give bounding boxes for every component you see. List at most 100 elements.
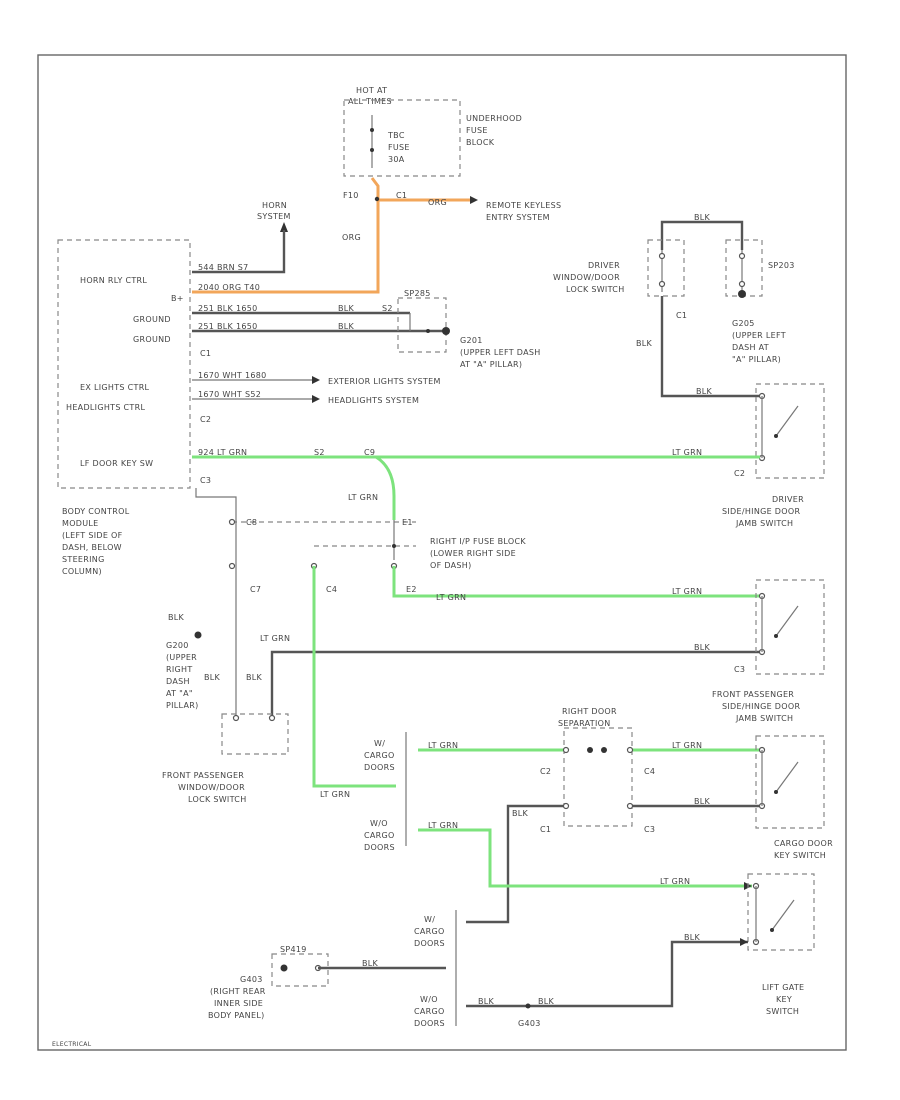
svg-text:STEERING: STEERING: [62, 555, 105, 564]
g403-ground-point: [280, 964, 288, 972]
svg-text:OF DASH): OF DASH): [430, 561, 472, 570]
svg-text:DRIVER: DRIVER: [772, 495, 804, 504]
svg-text:FRONT PASSENGER: FRONT PASSENGER: [162, 771, 244, 780]
wire-fp-lt-grn: LT GRN: [260, 634, 290, 643]
svg-text:DOORS: DOORS: [414, 1019, 445, 1028]
bcm-label: BODY CONTROL MODULE (LEFT SIDE OF DASH, …: [62, 507, 130, 576]
wire-fp-blk-b: BLK: [246, 673, 263, 682]
underhood-fuse-box: [343, 99, 461, 177]
underhood-label: UNDERHOOD FUSE BLOCK: [466, 114, 522, 147]
g201-label: G201 (UPPER LEFT DASH AT "A" PILLAR): [460, 336, 540, 369]
svg-text:LOCK SWITCH: LOCK SWITCH: [188, 795, 247, 804]
wire-ground-1-blk: BLK: [338, 304, 355, 313]
fuse-label: TBC FUSE 30A: [387, 131, 409, 164]
fp-lock-switch-box: [221, 713, 289, 755]
wire-lf-key-grn-right: LT GRN: [672, 448, 702, 457]
svg-text:DASH AT: DASH AT: [732, 343, 769, 352]
fp-jamb-label: FRONT PASSENGER SIDE/HINGE DOOR JAMB SWI…: [712, 690, 800, 723]
cargo-doors-wo-bottom: W/O CARGO DOORS: [414, 995, 445, 1028]
connector-c2-sep: C2: [540, 767, 551, 776]
svg-text:30A: 30A: [388, 155, 405, 164]
svg-text:TBC: TBC: [387, 131, 405, 140]
cargo-doors-w-top: W/ CARGO DOORS: [364, 739, 395, 772]
svg-text:JAMB SWITCH: JAMB SWITCH: [735, 714, 793, 723]
wire-cargo-bottom-blk-left: BLK: [478, 997, 495, 1006]
bcm-pin-labels: HORN RLY CTRL B+ GROUND GROUND C1 EX LIG…: [66, 276, 211, 485]
svg-text:DASH: DASH: [166, 677, 190, 686]
wire-cargo-key-grn-left: LT GRN: [428, 821, 458, 830]
wire-driver-blk-side: BLK: [636, 339, 653, 348]
wire-driver-jamb-blk: [660, 296, 760, 398]
svg-text:INNER SIDE: INNER SIDE: [214, 999, 263, 1008]
g200-label: G200 (UPPER RIGHT DASH AT "A" PILLAR): [166, 641, 199, 710]
rke-label: REMOTE KEYLESS ENTRY SYSTEM: [486, 201, 561, 222]
svg-text:(UPPER LEFT: (UPPER LEFT: [732, 331, 786, 340]
wire-cargo-key-grn-right: LT GRN: [660, 877, 690, 886]
connector-c8: C8: [246, 518, 257, 527]
driver-jamb-switch-box: [755, 383, 825, 479]
svg-text:BODY CONTROL: BODY CONTROL: [62, 507, 130, 516]
wire-sep-blk-right: BLK: [694, 797, 711, 806]
wire-cargo-top-grn-right: LT GRN: [672, 741, 702, 750]
svg-text:DOORS: DOORS: [414, 939, 445, 948]
wire-driver-blk-top: BLK: [694, 213, 711, 222]
wire-liftgate-blk: BLK: [684, 933, 701, 942]
svg-text:CARGO: CARGO: [414, 1007, 445, 1016]
wire-e2-to-fp-jamb-green: [392, 566, 760, 598]
svg-text:SIDE/HINGE DOOR: SIDE/HINGE DOOR: [722, 702, 800, 711]
g205-ground-point: [738, 290, 746, 298]
wire-cargo-bottom-blk-right: BLK: [538, 997, 555, 1006]
svg-text:KEY SWITCH: KEY SWITCH: [774, 851, 826, 860]
svg-text:UNDERHOOD: UNDERHOOD: [466, 114, 522, 123]
svg-text:HORN: HORN: [262, 201, 287, 210]
connector-c2-driver: C2: [734, 469, 745, 478]
wire-ground-1-label: 251 BLK 1650: [198, 304, 258, 313]
bcm-pin-ground-1: GROUND: [133, 315, 171, 324]
svg-text:W/O: W/O: [370, 819, 388, 828]
cargo-doors-wo-top: W/O CARGO DOORS: [364, 819, 395, 852]
wire-cargo-key-green: [418, 828, 752, 888]
bcm-pin-ex-lights: EX LIGHTS CTRL: [80, 383, 150, 392]
wire-lf-key-label: 924 LT GRN: [198, 448, 247, 457]
svg-text:DRIVER: DRIVER: [588, 261, 620, 270]
svg-text:SYSTEM: SYSTEM: [257, 212, 291, 221]
connector-e2: E2: [406, 585, 417, 594]
connector-e1: E1: [402, 518, 413, 527]
bcm-connector-c2: C2: [200, 415, 211, 424]
svg-text:JAMB SWITCH: JAMB SWITCH: [735, 519, 793, 528]
svg-text:REMOTE KEYLESS: REMOTE KEYLESS: [486, 201, 561, 210]
svg-text:HOT AT: HOT AT: [356, 86, 387, 95]
svg-text:G403: G403: [240, 975, 263, 984]
svg-text:(LOWER RIGHT SIDE: (LOWER RIGHT SIDE: [430, 549, 516, 558]
svg-text:PILLAR): PILLAR): [166, 701, 199, 710]
fp-jamb-switch-box: [755, 579, 825, 675]
connector-c1-driver: C1: [676, 311, 687, 320]
driver-lock-switch-box: [647, 239, 685, 297]
wire-c4-green: [312, 566, 396, 788]
connector-c1-top: C1: [396, 191, 407, 200]
wire-cargo-bottom-blk: [466, 940, 748, 1008]
bcm-pin-horn: HORN RLY CTRL: [80, 276, 147, 285]
svg-text:ALL TIMES: ALL TIMES: [348, 97, 392, 106]
wire-sep-bottom: [466, 804, 566, 924]
wire-sep-blk-left: BLK: [512, 809, 529, 818]
bcm-connector-c3: C3: [200, 476, 211, 485]
svg-text:G205: G205: [732, 319, 755, 328]
g403-splice-label: SP419: [280, 945, 307, 954]
bcm-pin-headlights: HEADLIGHTS CTRL: [66, 403, 145, 412]
g201-splice-box: [397, 297, 447, 353]
svg-text:BODY PANEL): BODY PANEL): [208, 1011, 265, 1020]
connector-c4-sep: C4: [644, 767, 655, 776]
wire-g200-blk: BLK: [168, 613, 185, 622]
wire-lf-to-ip-green: [375, 455, 396, 520]
wire-ground-2-blk: BLK: [338, 322, 355, 331]
liftgate-label: LIFT GATE KEY SWITCH: [762, 983, 804, 1016]
diagram-border: [37, 54, 847, 1051]
svg-text:G200: G200: [166, 641, 189, 650]
svg-text:LOCK SWITCH: LOCK SWITCH: [566, 285, 625, 294]
sp203-box: [725, 239, 763, 297]
connector-c1-sep: C1: [540, 825, 551, 834]
bcm-pin-ground-2: GROUND: [133, 335, 171, 344]
svg-text:WINDOW/DOOR: WINDOW/DOOR: [178, 783, 245, 792]
